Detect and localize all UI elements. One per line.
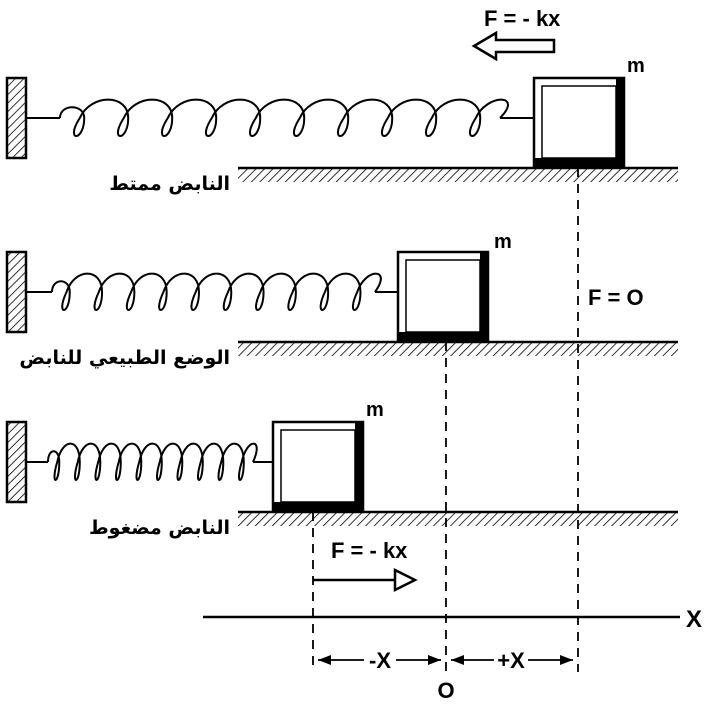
spring-stretched [59, 98, 509, 137]
force-arrow-left [471, 30, 556, 62]
x-axis-label: X [686, 606, 702, 633]
state-label-stretched: النابض ممتط [109, 173, 230, 195]
mass-label-2: m [494, 231, 512, 253]
mass-label-3: m [366, 399, 384, 421]
state-label-natural: الوضع الطبيعي للنابض [19, 347, 230, 369]
force-label-1: F = - kx [484, 6, 561, 31]
wall-3 [5, 420, 28, 504]
positive-displacement-label: +X [497, 648, 525, 673]
force-label-3: F = - kx [331, 538, 408, 563]
origin-label: O [437, 678, 454, 703]
ground-hatch-1 [238, 168, 678, 182]
dashed-guides [312, 168, 579, 672]
mass-block-2 [396, 250, 490, 342]
mass-label-1: m [627, 55, 645, 77]
ground-hatch-3 [238, 512, 678, 526]
displacement-negative: -X [318, 648, 441, 673]
row-stretched: m F = - kx النابض ممتط [5, 6, 678, 195]
wall-2 [5, 250, 28, 334]
mass-block-1 [532, 76, 626, 168]
row-compressed: m النابض مضغوط F = - kx [5, 399, 678, 593]
ground-hatch-2 [238, 342, 678, 356]
state-label-compressed: النابض مضغوط [89, 517, 230, 539]
x-axis: X [203, 606, 702, 633]
displacement-positive: +X [451, 648, 573, 673]
force-label-2: F = O [588, 285, 644, 310]
force-arrow-right [313, 567, 418, 593]
row-natural: m F = O الوضع الطبيعي للنابض [5, 231, 678, 369]
negative-displacement-label: -X [369, 648, 391, 673]
mass-block-3 [271, 420, 365, 512]
spring-natural [51, 272, 382, 311]
spring-compressed [47, 442, 258, 481]
wall-1 [5, 76, 28, 160]
